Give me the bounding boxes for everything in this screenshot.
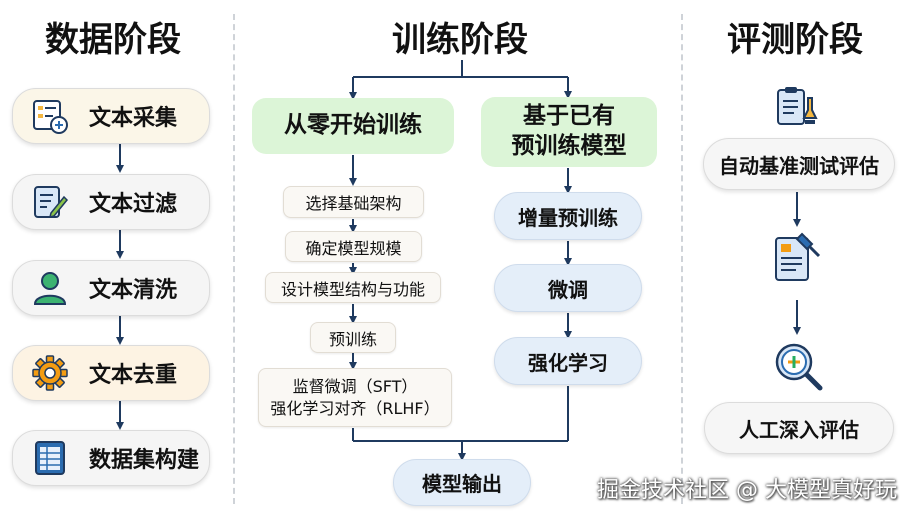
existing-step-rl: 强化学习 [494, 337, 642, 385]
eval-step-auto-benchmark: 自动基准测试评估 [703, 138, 895, 190]
eval-step-human-review: 人工深入评估 [704, 402, 894, 454]
existing-step-label: 强化学习 [528, 350, 608, 375]
gear-icon [32, 355, 68, 391]
document-search-icon [775, 343, 823, 391]
clipboard-test-icon [777, 87, 818, 125]
train-from-scratch-header: 从零开始训练 [252, 98, 454, 154]
existing-step-incremental-pretrain: 增量预训练 [494, 192, 642, 240]
data-step-filter: 文本过滤 [12, 174, 210, 230]
form-add-icon [33, 100, 68, 134]
evaluation-stage-title: 评测阶段 [727, 20, 863, 60]
scratch-step-scale: 确定模型规模 [285, 231, 422, 262]
training-stage-title: 训练阶段 [392, 20, 528, 60]
data-step-label: 数据集构建 [89, 448, 200, 473]
scratch-step-label: 选择基础架构 [305, 194, 402, 213]
existing-step-label: 微调 [548, 277, 588, 302]
train-from-pretrained-header: 基于已有 预训练模型 [481, 97, 657, 167]
eval-step-label: 自动基准测试评估 [719, 153, 879, 178]
data-step-dedup: 文本去重 [12, 345, 210, 401]
pretrained-header-line-2: 预训练模型 [511, 133, 627, 159]
existing-step-finetune: 微调 [494, 264, 642, 312]
document-edit-icon [34, 186, 69, 219]
scratch-step-label: 预训练 [328, 329, 377, 349]
data-step-label: 文本过滤 [89, 192, 178, 217]
data-step-label: 文本去重 [89, 363, 178, 388]
scratch-step-sft-rlhf: 监督微调（SFT） 强化学习对齐（RLHF） [258, 368, 452, 427]
report-review-icon [775, 232, 821, 281]
data-step-clean: 文本清洗 [12, 260, 210, 316]
sft-label: 监督微调（SFT） [292, 376, 418, 396]
eval-step-label: 人工深入评估 [739, 417, 859, 442]
data-step-label: 文本采集 [89, 106, 178, 131]
watermark: 掘金技术社区 @ 大模型真好玩 [597, 478, 897, 503]
data-step-collect: 文本采集 [12, 88, 210, 144]
scratch-step-structure: 设计模型结构与功能 [265, 272, 441, 303]
scratch-step-architecture: 选择基础架构 [283, 186, 424, 218]
train-from-scratch-label: 从零开始训练 [284, 112, 422, 139]
pretrained-header-line-1: 基于已有 [523, 103, 615, 130]
user-icon [33, 272, 67, 305]
divider-left [233, 14, 235, 504]
data-step-dataset: 数据集构建 [12, 430, 210, 486]
data-stage-title: 数据阶段 [45, 20, 181, 60]
model-output: 模型输出 [393, 459, 531, 506]
rlhf-label: 强化学习对齐（RLHF） [270, 398, 440, 418]
data-step-label: 文本清洗 [89, 278, 178, 303]
existing-step-label: 增量预训练 [518, 205, 618, 230]
scratch-step-label: 确定模型规模 [305, 238, 402, 258]
model-output-label: 模型输出 [422, 472, 502, 496]
divider-right [681, 14, 683, 504]
spreadsheet-icon [35, 441, 65, 475]
scratch-step-label: 设计模型结构与功能 [280, 279, 425, 299]
scratch-step-pretrain: 预训练 [310, 322, 396, 353]
